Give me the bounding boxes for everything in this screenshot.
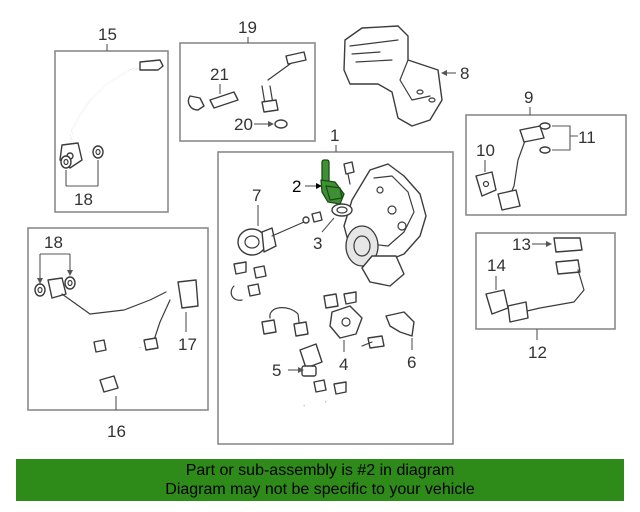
callout-18-top: 18	[74, 190, 93, 209]
group-9-frame	[465, 114, 627, 216]
group-12-frame	[475, 232, 616, 330]
callout-3: 3	[313, 234, 322, 253]
part-4-valve	[329, 305, 363, 339]
callout-19: 19	[238, 18, 257, 37]
callout-10: 10	[476, 141, 495, 160]
washers-18-top	[60, 145, 104, 169]
group-9: 9 10 11	[465, 88, 627, 216]
highlighted-part-2	[320, 159, 345, 205]
group-1: 1 7 2	[217, 126, 454, 445]
group-16: 18 17 16	[27, 227, 209, 441]
turbocharger	[343, 163, 427, 287]
callout-15: 15	[98, 25, 117, 44]
return-pipe-12	[507, 269, 585, 323]
callout-20: 20	[234, 115, 253, 134]
callout-8: 8	[460, 64, 469, 83]
callout-9: 9	[524, 88, 533, 107]
callout-7: 7	[252, 186, 261, 205]
callout-18-bottom: 18	[44, 233, 63, 252]
callout-5: 5	[272, 361, 281, 380]
heat-shield: 8	[343, 25, 469, 127]
info-banner: Part or sub-assembly is #2 in diagram Di…	[16, 459, 624, 501]
callout-2: 2	[292, 177, 301, 196]
callout-14: 14	[487, 256, 506, 275]
group-16-frame	[27, 227, 209, 411]
callout-13: 13	[512, 235, 531, 254]
wastegate-actuator	[237, 216, 310, 256]
callout-4: 4	[339, 355, 348, 374]
callout-21: 21	[210, 65, 229, 84]
callout-12: 12	[528, 343, 547, 362]
group-12: 13 14 12	[475, 232, 616, 362]
part-5-solenoid	[299, 343, 323, 377]
oil-line-assembly	[47, 277, 199, 341]
group-19: 19 21 20	[179, 18, 316, 142]
group-15-frame	[54, 50, 169, 213]
callout-6: 6	[407, 353, 416, 372]
oil-feed-pipe	[59, 59, 164, 169]
callout-16: 16	[107, 422, 126, 441]
group-15: 15 18	[54, 25, 169, 213]
callout-17: 17	[178, 335, 197, 354]
callout-11: 11	[578, 128, 596, 147]
banner-line-1: Part or sub-assembly is #2 in diagram	[185, 462, 455, 479]
callout-1: 1	[330, 126, 339, 145]
banner-line-2: Diagram may not be specific to your vehi…	[165, 481, 475, 498]
